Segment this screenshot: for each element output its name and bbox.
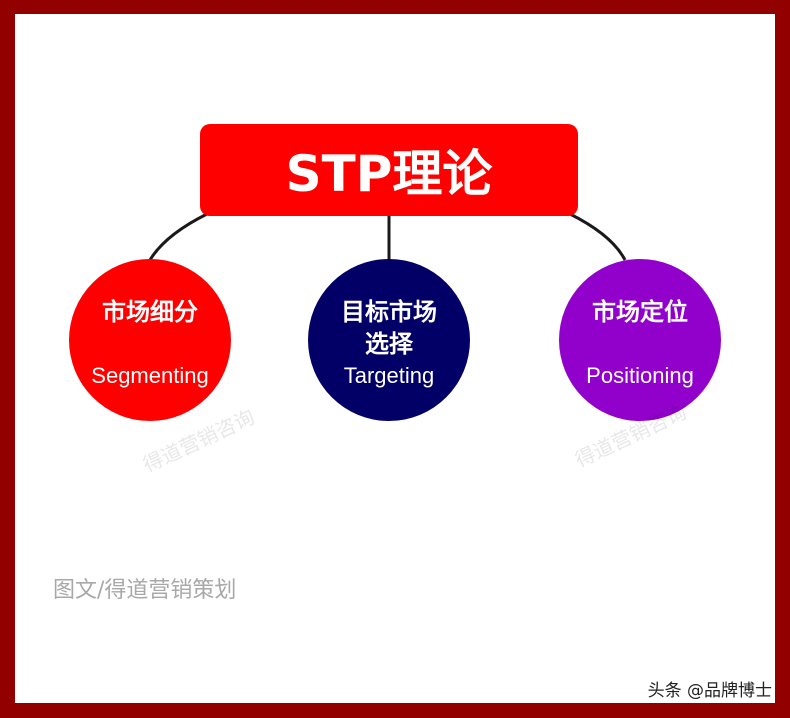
source-text: 头条 @品牌博士 bbox=[647, 681, 772, 701]
connector-segmenting bbox=[148, 212, 208, 261]
node-en-label: Targeting bbox=[343, 363, 435, 388]
title: STP理论 bbox=[285, 145, 493, 203]
connector-positioning bbox=[569, 212, 627, 261]
node-segmenting: 市场细分 Segmenting bbox=[69, 259, 231, 421]
credit-text: 图文/得道营销策划 bbox=[53, 578, 237, 603]
node-cn-label: 市场定位 bbox=[592, 298, 688, 326]
node-cn-label-line2: 选择 bbox=[365, 330, 413, 358]
node-positioning: 市场定位 Positioning bbox=[559, 259, 721, 421]
node-targeting: 目标市场 选择 Targeting bbox=[308, 259, 470, 421]
title-box: STP理论 bbox=[200, 124, 578, 216]
node-cn-label: 市场细分 bbox=[102, 298, 198, 326]
node-cn-label-line1: 目标市场 bbox=[341, 298, 437, 326]
node-en-label: Segmenting bbox=[91, 363, 209, 388]
node-en-label: Positioning bbox=[586, 363, 694, 388]
